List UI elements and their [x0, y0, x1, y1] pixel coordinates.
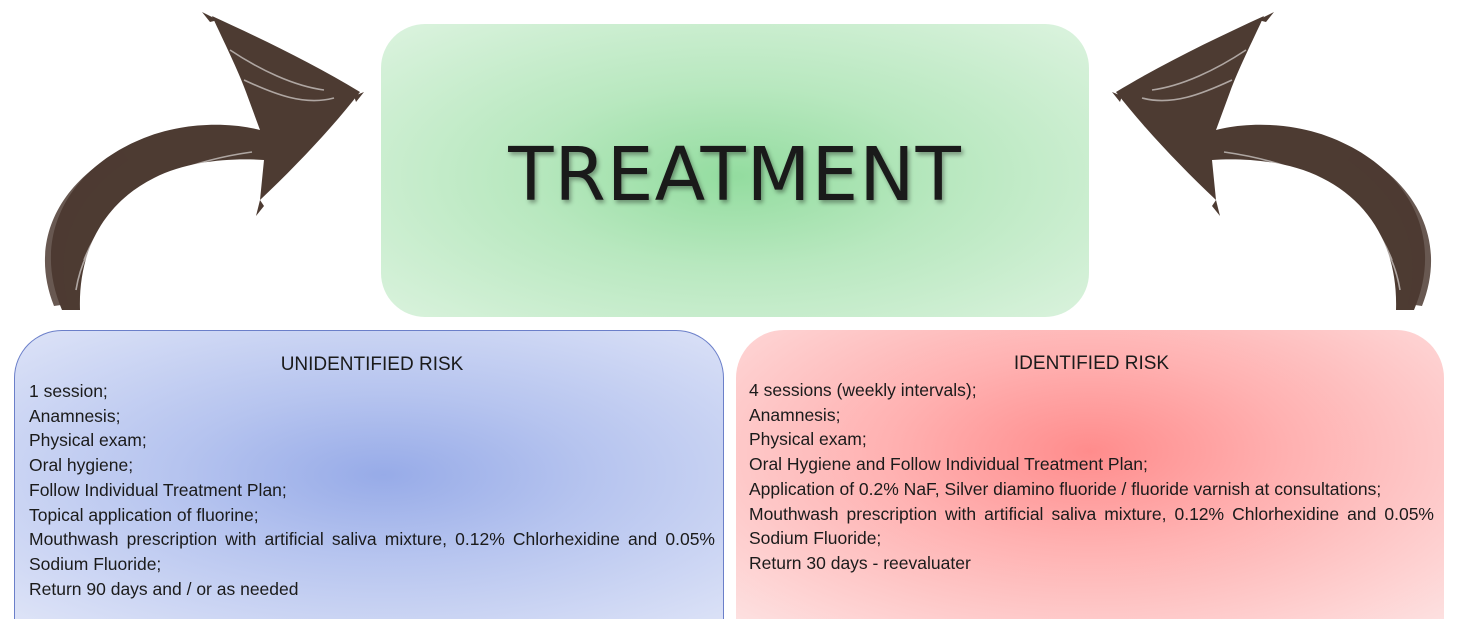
list-item: Follow Individual Treatment Plan;: [29, 478, 715, 503]
list-item: Mouthwash prescription with artificial s…: [749, 502, 1434, 551]
list-item: Return 30 days - reevaluater: [749, 551, 1434, 576]
list-item: Mouthwash prescription with artificial s…: [29, 527, 715, 576]
unidentified-risk-box: UNIDENTIFIED RISK 1 session; Anamnesis; …: [14, 330, 724, 619]
list-item: Physical exam;: [749, 427, 1434, 452]
curved-arrow-up-left-icon: [1112, 10, 1452, 315]
list-item: Oral hygiene;: [29, 453, 715, 478]
identified-risk-title: IDENTIFIED RISK: [749, 352, 1434, 376]
identified-risk-list: 4 sessions (weekly intervals); Anamnesis…: [749, 378, 1434, 576]
unidentified-risk-title: UNIDENTIFIED RISK: [29, 353, 715, 377]
list-item: Return 90 days and / or as needed: [29, 577, 715, 602]
list-item: Topical application of fluorine;: [29, 503, 715, 528]
list-item: Oral Hygiene and Follow Individual Treat…: [749, 452, 1434, 477]
list-item: Application of 0.2% NaF, Silver diamino …: [749, 477, 1434, 502]
list-item: Anamnesis;: [749, 403, 1434, 428]
treatment-box: TREATMENT: [381, 24, 1089, 317]
list-item: Physical exam;: [29, 428, 715, 453]
unidentified-risk-list: 1 session; Anamnesis; Physical exam; Ora…: [29, 379, 715, 601]
identified-risk-box: IDENTIFIED RISK 4 sessions (weekly inter…: [736, 330, 1444, 619]
list-item: 1 session;: [29, 379, 715, 404]
list-item: 4 sessions (weekly intervals);: [749, 378, 1434, 403]
list-item: Anamnesis;: [29, 404, 715, 429]
curved-arrow-up-right-icon: [24, 10, 364, 315]
treatment-title: TREATMENT: [508, 132, 962, 218]
